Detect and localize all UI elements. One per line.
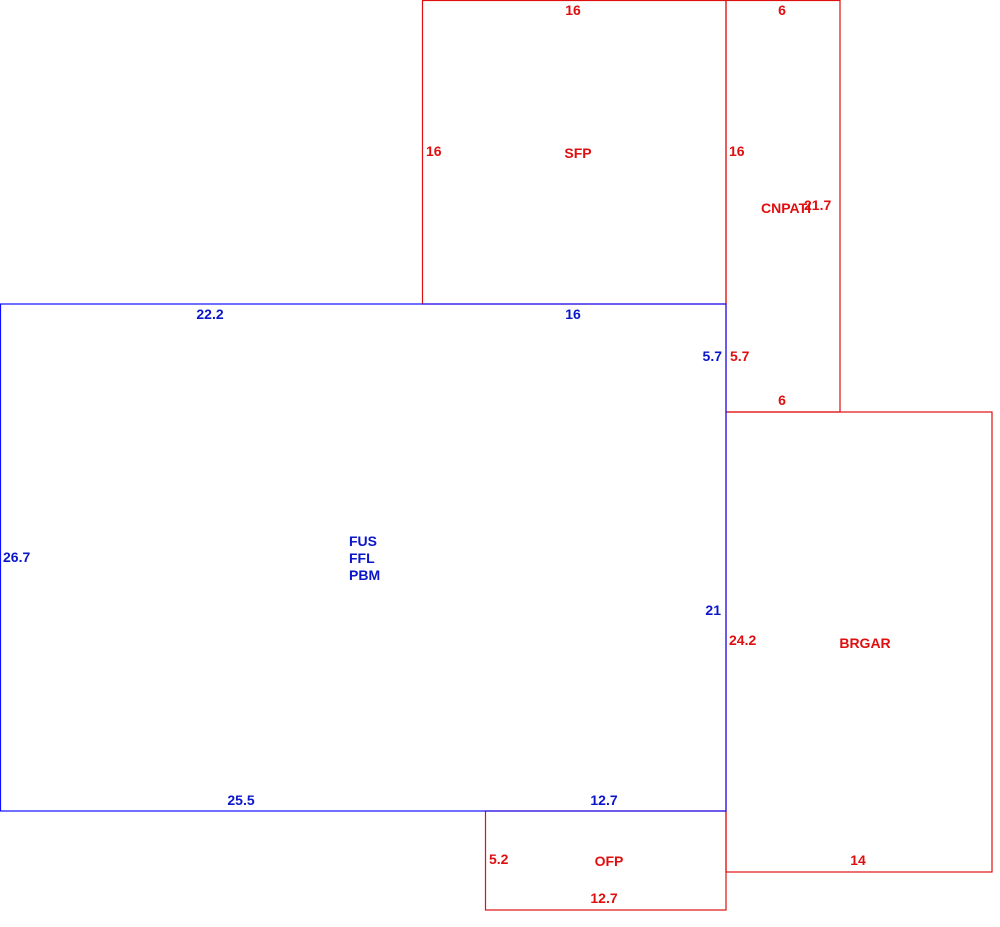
main-dim-right-upper: 5.7 (703, 348, 723, 364)
ofp-dim-bottom: 12.7 (590, 890, 617, 906)
sfp-dim-left: 16 (426, 143, 442, 159)
main-label-line3: PBM (349, 567, 380, 583)
main-dim-bottom-right: 12.7 (590, 792, 617, 808)
brgar-dim-left: 24.2 (729, 632, 756, 648)
ofp-label: OFP (595, 853, 624, 869)
ofp-dim-left: 5.2 (489, 851, 509, 867)
cnpati-dim-top: 6 (778, 2, 786, 18)
cnpati-label: CNPATI (761, 200, 811, 216)
brgar-label: BRGAR (839, 635, 890, 651)
sfp-dim-right: 16 (729, 143, 745, 159)
main-label-line1: FUS (349, 533, 377, 549)
main-dim-top-left: 22.2 (196, 306, 223, 322)
cnpati-dim-left: 5.7 (730, 348, 750, 364)
main-dim-right-lower: 21 (705, 602, 721, 618)
main-dim-bottom-left: 25.5 (227, 792, 254, 808)
cnpati-dim-bottom: 6 (778, 392, 786, 408)
sfp-label: SFP (564, 145, 591, 161)
main-dim-left: 26.7 (3, 549, 30, 565)
sfp-dim-top: 16 (565, 2, 581, 18)
cnpati-dim-right: 21.7 (804, 197, 831, 213)
main-area-outline (0, 303, 727, 812)
brgar-dim-bottom: 14 (850, 852, 866, 868)
main-dim-top-right: 16 (565, 306, 581, 322)
main-label-line2: FFL (349, 550, 375, 566)
